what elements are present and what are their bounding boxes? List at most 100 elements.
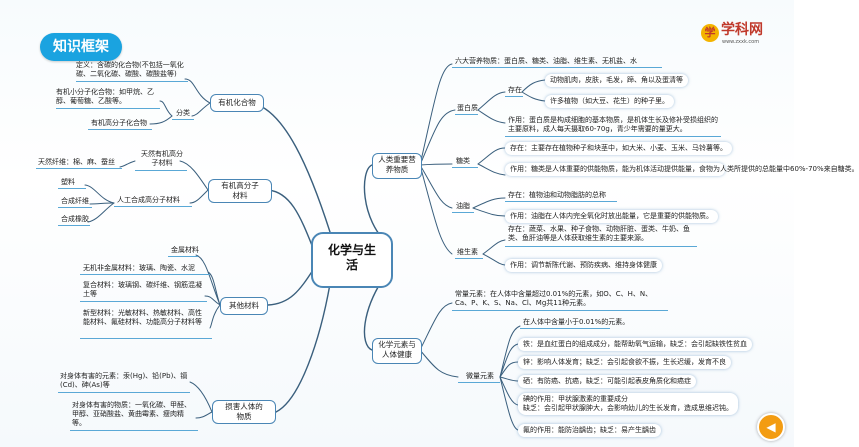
material-plastic: 塑料 [61,178,75,186]
link-category-small [159,100,173,117]
link-other-composite [204,295,221,306]
branch-organic-polymer-materials: 有机高分子材料 [208,179,272,203]
organic-definition: 定义：含碳的化合物(不包括一氧化碳、二氧化碳、碳酸、碳酸盐等) [76,61,184,78]
link-fat-exist [472,197,506,209]
logo-icon: 学 [701,24,719,42]
organic-category-label: 分类 [176,109,190,117]
link-fat-function [472,207,506,217]
natural-polymer-materials: 天然有机高分子材料 [141,150,183,167]
six-nutrients: 六大营养物质：蛋白质、糖类、油脂、维生素、无机盐、水 [455,57,637,65]
vitamin-function: 作用：调节新陈代谢、预防疾病、维持身体健康 [505,259,662,272]
material-synthetic-fiber: 合成纤维 [61,197,89,205]
synthetic-polymer-materials: 人工合成高分子材料 [117,196,180,204]
branch-organic-polymer-label: 有机高分子材料 [221,181,259,200]
link-organic-category [191,102,211,117]
branch-elements-label: 化学元素与人体健康 [378,340,416,359]
trace-elements: 微量元素 [466,372,494,380]
link-center-polymer [267,189,314,249]
metal-materials: 金属材料 [171,246,199,254]
material-synthetic-rubber: 合成橡胶 [61,215,89,223]
protein-exist-plant: 许多植物（如大豆、花生）的种子里。 [545,95,674,108]
nutrient-vitamin: 维生素 [457,248,478,256]
link-synthetic-fiber [89,202,115,205]
branch-important-nutrients: 人类重要营养物质 [372,153,422,179]
page-title: 知识框架 [40,33,122,61]
natural-fibers: 天然纤维：棉、麻、蚕丝 [38,158,115,166]
link-elements-macro [419,302,453,351]
link-organic-definition [184,78,211,104]
element-fluorine: 氟的作用：能防治龋齿；缺乏：易产生龋齿 [518,424,661,437]
link-trace-def [499,325,521,378]
link-nutrients-protein [419,109,456,166]
link-polymer-natural [179,160,209,191]
branch-organic-compounds: 有机化合物 [210,94,264,112]
link-nutrients-vitamin [419,164,453,255]
harmful-compounds: 对身体有害的物质：一氧化碳、甲醛、甲醇、亚硝酸盐、黄曲霉素、瘦肉精等。 [72,401,191,427]
iodine-function: 碘的作用：甲状腺激素的重要成分 [523,395,628,403]
link-exist-1 [521,79,546,93]
back-button[interactable]: ◀ [757,413,785,441]
central-topic: 化学与生活 [311,232,393,288]
link-trace-f [499,376,519,431]
branch-nutrients-label: 人类重要营养物质 [378,155,416,174]
organic-large-molecules: 有机高分子化合物 [91,119,147,127]
sugar-exist: 存在：主要存在植物种子和块茎中，如大米、小麦、玉米、马铃薯等。 [505,142,732,155]
link-nutrients-six [419,63,453,166]
link-sugar-exist [477,147,506,165]
element-zinc: 锌：影响人体发育；缺乏：会引起食欲不振，生长迟缓，发育不良 [518,356,731,369]
link-natural-fibers [119,160,136,168]
link-trace-se [499,376,519,382]
macro-elements: 常量元素：在人体中含量超过0.01%的元素，如O、C、H、N、Ca、P、K、S、… [455,290,653,307]
element-iron: 铁：是血红蛋白的组成成分，能帮助氧气运输，缺乏：会引起缺铁性贫血 [518,338,752,351]
link-synthetic-plastic [84,184,115,204]
link-harmful-substances [195,411,213,419]
link-harmful-elements [189,381,213,413]
link-other-new [209,304,221,329]
new-materials: 新型材料：光敏材料、热敏材料、高性能材料、氟硅材料、功能高分子材料等 [83,309,202,326]
link-center-organic [251,102,331,233]
branch-other-materials: 其他材料 [220,297,268,315]
trace-elements-definition: 在人体中含量小于0.01%的元素。 [523,318,630,326]
link-synthetic-rubber [87,202,115,223]
brand-logo[interactable]: 学 学科网 www.zxxk.com [701,22,779,48]
fat-function: 作用：油脂在人体内完全氧化时放出能量，它是重要的供能物质。 [505,210,718,223]
sugar-function: 作用：糖类是人体重要的供能物质，能为机体活动提供能量，食物为人类所提供的总能量中… [505,163,859,176]
element-iodine: 碘的作用：甲状腺激素的重要成分 缺乏：会引起甲状腺肿大，会影响幼儿的生长发育，造… [518,393,738,415]
link-nutrients-fat [419,164,453,209]
link-center-other [267,269,314,306]
nutrient-sugar: 糖类 [456,157,470,165]
logo-url: www.zxxk.com [722,39,760,45]
link-trace-zn [499,361,519,378]
composite-materials: 复合材料：玻璃钢、碳纤维、钢筋混凝土等 [83,281,202,298]
branch-chemical-elements-health: 化学元素与人体健康 [372,338,422,364]
link-nutrients-sugar [419,163,453,166]
link-sugar-function [477,163,506,176]
fat-exist: 存在：植物油和动物脂肪的总称 [508,191,606,199]
link-vitamin-exist [482,239,506,255]
harmful-elements: 对身体有害的元素：汞(Hg)、铅(Pb)、镉(Cd)、砷(As)等 [60,372,188,389]
link-protein-exist [477,91,506,111]
nutrient-protein: 蛋白质 [457,104,478,112]
link-category-large [149,115,173,125]
element-selenium: 硒：有防癌、抗癌，缺乏：可能引起表皮角质化和癌症 [518,375,696,388]
arrow-left-icon: ◀ [766,420,776,434]
link-protein-function [477,109,506,124]
link-trace-iodine [499,376,519,406]
organic-small-molecules: 有机小分子化合物：如甲烷、乙醇、葡萄糖、乙酸等。 [56,88,154,105]
link-trace-fe [499,343,519,378]
vitamin-exist: 存在：蔬菜、水果、种子食物、动物肝脏、蛋类、牛奶、鱼类、鱼肝油等是人体获取维生素… [508,225,690,242]
nutrient-fat: 油脂 [456,202,470,210]
branch-harmful-substances: 损害人体的物质 [212,400,276,424]
protein-function: 作用：蛋白质是构成细胞的基本物质，是机体生长及修补受损组织的主要原料，成人每天摄… [508,116,718,133]
link-exist-2 [521,91,546,102]
iodine-deficiency: 缺乏：会引起甲状腺肿大，会影响幼儿的生长发育，造成思维迟钝。 [523,404,733,412]
protein-exist-label: 存在 [508,86,522,94]
central-topic-label: 化学与生活 [327,243,376,272]
link-vitamin-function [482,253,506,266]
link-other-inorganic [207,271,221,306]
link-elements-trace [419,349,459,378]
branch-harmful-label: 损害人体的物质 [225,402,263,421]
inorganic-nonmetal-materials: 无机非金属材料：玻璃、陶瓷、水泥 [83,264,195,272]
logo-name: 学科网 [721,22,763,38]
